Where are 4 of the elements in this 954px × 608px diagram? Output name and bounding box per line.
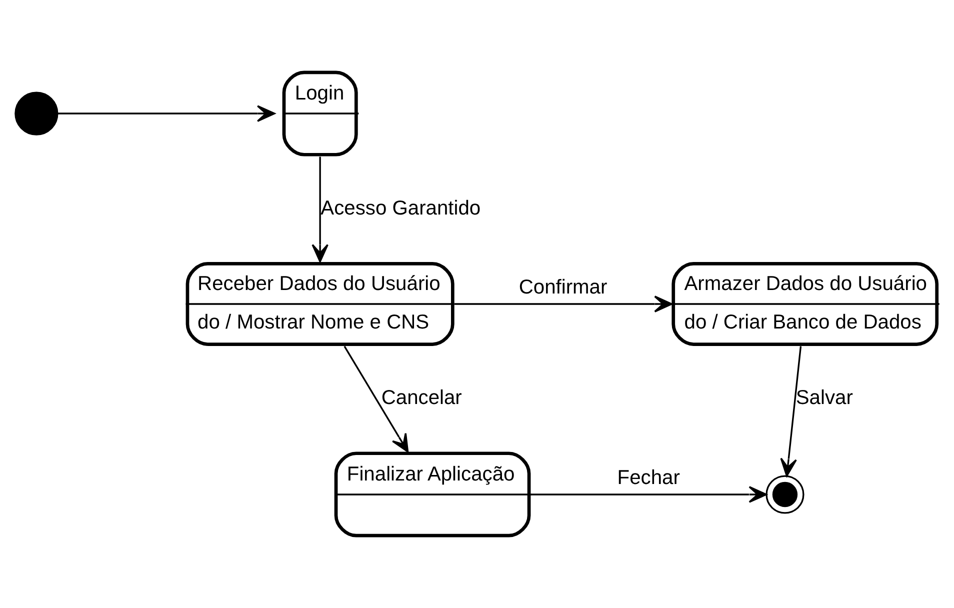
edge-label: Salvar — [796, 387, 853, 410]
edge-label: Confirmar — [518, 276, 608, 298]
edge-label: Cancelar — [381, 387, 462, 410]
edge-label: Fechar — [617, 466, 680, 489]
